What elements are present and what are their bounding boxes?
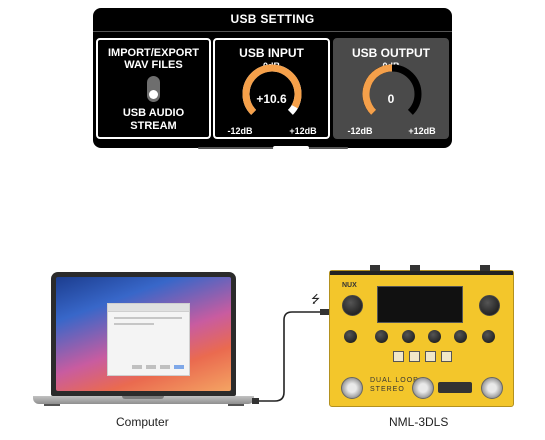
usb-output-min-label: -12dB <box>347 126 373 136</box>
laptop-illustration <box>51 272 236 396</box>
panel-title: USB SETTING <box>230 12 315 26</box>
window-button <box>160 365 170 369</box>
usb-output-label: USB OUTPUT <box>352 46 430 60</box>
usb-input-label: USB INPUT <box>239 46 304 60</box>
window-button <box>132 365 142 369</box>
usb-setting-panel: USB SETTING IMPORT/EXPORT WAV FILES USB … <box>93 8 452 150</box>
usb-input-max-label: +12dB <box>289 126 317 136</box>
pedal-knob <box>428 330 441 343</box>
usb-input-min-label: -12dB <box>227 126 253 136</box>
laptop-foot <box>228 404 244 406</box>
pedal-knob <box>375 330 388 343</box>
title-divider <box>93 31 452 32</box>
usb-output-knob[interactable] <box>355 57 429 131</box>
nml-3dls-pedal: NUX DUAL LOOP STEREO <box>329 265 514 407</box>
mode-toggle[interactable] <box>147 76 160 102</box>
device-caption: NML-3DLS <box>389 415 449 429</box>
pedal-button <box>441 351 452 362</box>
wav-files-label: WAV FILES <box>124 59 183 71</box>
laptop-screen <box>56 277 231 391</box>
import-export-label: IMPORT/EXPORT <box>107 47 200 59</box>
stream-label: STREAM <box>130 120 177 132</box>
usb-output-knob-fill <box>362 64 393 115</box>
app-window <box>107 303 190 376</box>
footswitch-middle <box>412 377 434 399</box>
computer-caption: Computer <box>116 415 169 429</box>
pedal-knob <box>402 330 415 343</box>
usb-input-knob-fill <box>242 64 302 115</box>
pedal-knob <box>482 330 495 343</box>
pedal-button <box>409 351 420 362</box>
pedal-jack <box>480 265 490 271</box>
usb-output-value: 0 <box>387 92 395 106</box>
pedal-logo: NUX <box>342 282 357 289</box>
usb-symbol-icon: ⭍ <box>311 294 321 306</box>
window-row <box>114 323 154 325</box>
pedal-top-strip <box>330 271 513 275</box>
usb-output-max-label: +12dB <box>408 126 436 136</box>
laptop-base <box>33 396 254 404</box>
window-titlebar <box>108 304 189 312</box>
window-button <box>146 365 156 369</box>
pedal-button <box>393 351 404 362</box>
pedal-jack <box>370 265 380 271</box>
window-row <box>114 317 182 319</box>
pedal-knob-left <box>342 295 363 316</box>
pedal-text-line2: STEREO <box>370 386 405 393</box>
window-button <box>174 365 184 369</box>
usb-input-cell[interactable]: USB INPUT 0dB +10.6 -12dB +12dB <box>213 38 330 139</box>
import-export-cell[interactable]: IMPORT/EXPORT WAV FILES USB AUDIO STREAM <box>96 38 211 139</box>
toggle-knob <box>149 90 158 99</box>
laptop-notch <box>122 396 164 399</box>
footswitch-right <box>481 377 503 399</box>
usb-audio-label: USB AUDIO <box>122 107 185 119</box>
usb-input-knob[interactable] <box>235 57 309 131</box>
page-scroll-thumb[interactable] <box>273 146 309 150</box>
pedal-knob-right <box>479 295 500 316</box>
pedal-led-bar <box>438 382 472 393</box>
pedal-jack <box>410 265 420 271</box>
usb-output-cell[interactable]: USB OUTPUT 0dB 0 -12dB +12dB <box>333 38 449 139</box>
pedal-knob <box>454 330 467 343</box>
pedal-text-line1: DUAL LOOP <box>370 377 419 384</box>
footswitch-left <box>341 377 363 399</box>
laptop-foot <box>44 404 60 406</box>
pedal-button <box>425 351 436 362</box>
pedal-knob <box>344 330 357 343</box>
usb-input-value: +10.6 <box>256 92 287 106</box>
pedal-display <box>377 286 463 323</box>
